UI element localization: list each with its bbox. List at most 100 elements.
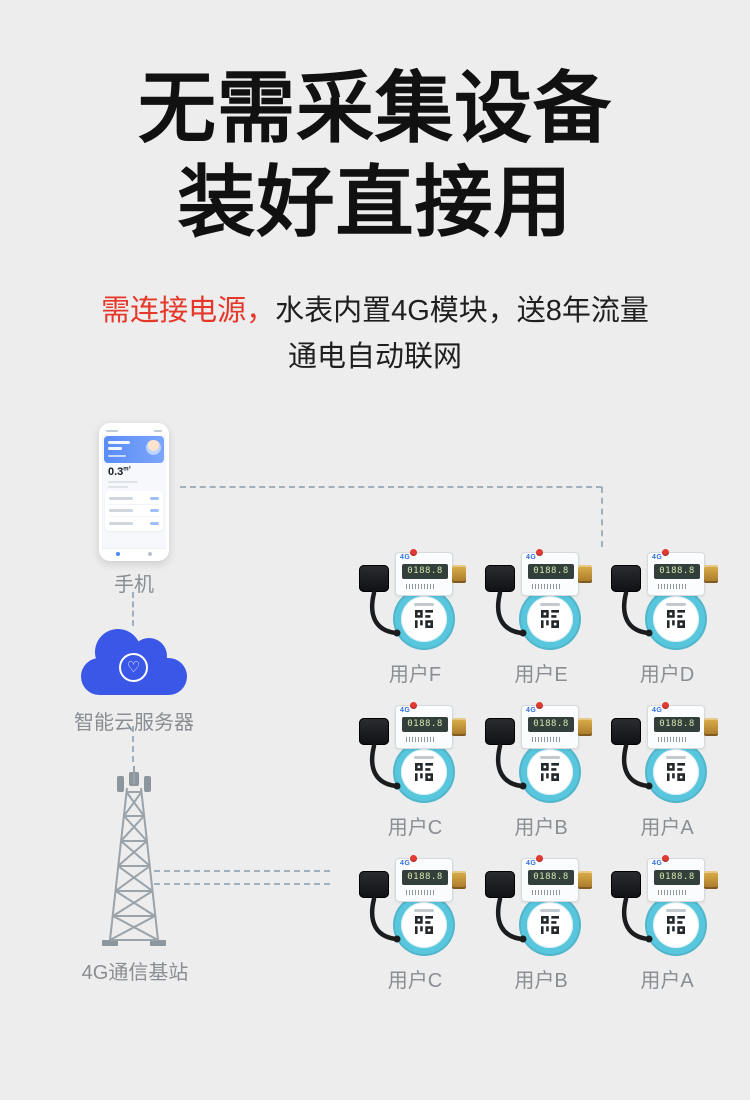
power-cable (369, 590, 401, 637)
led-indicator (536, 702, 543, 709)
meter-face (401, 596, 447, 642)
nav-dot (148, 551, 152, 556)
meter-unit: 4G 0188.8 用户C (352, 852, 478, 1005)
meter-face-text-bar (666, 756, 686, 759)
water-meter-illustration: 4G 0188.8 (611, 855, 723, 962)
meter-body (393, 741, 455, 803)
phone-statusbar (102, 426, 166, 435)
pipe-fitting-icon (578, 718, 592, 736)
meter-unit: 4G 0188.8 用户E (478, 546, 604, 699)
meter-face-text-bar (666, 603, 686, 606)
pipe-fitting-icon (452, 871, 466, 889)
water-meter-illustration: 4G 0188.8 (485, 855, 597, 962)
page-title: 无需采集设备 装好直接用 (0, 62, 750, 249)
meter-face (527, 749, 573, 795)
connector-phone-cloud (132, 592, 134, 626)
reading-unit: m³ (123, 466, 131, 473)
meter-barcode (406, 737, 434, 742)
meter-face-text-bar (540, 909, 560, 912)
qr-code-icon (415, 610, 433, 628)
power-cable (495, 743, 527, 790)
meter-lcd: 0188.8 (528, 870, 574, 885)
meter-body (519, 588, 581, 650)
list-row (109, 517, 159, 529)
meter-body (519, 894, 581, 956)
4g-base-station-icon (102, 766, 166, 946)
meter-face (653, 749, 699, 795)
power-cable (495, 590, 527, 637)
water-meter-illustration: 4G 0188.8 (359, 855, 471, 962)
statusbar-placeholder (154, 429, 162, 432)
phone-screen: 0.3m³ (102, 426, 166, 558)
power-cable (621, 896, 653, 943)
water-meter-illustration: 4G 0188.8 (485, 549, 597, 656)
pipe-fitting-icon (452, 565, 466, 583)
meter-barcode (658, 890, 686, 895)
meter-barcode (532, 890, 560, 895)
meter-body (393, 588, 455, 650)
meter-body (393, 894, 455, 956)
meter-barcode (532, 737, 560, 742)
pipe-fitting-icon (704, 565, 718, 583)
connector-tower-1 (154, 870, 330, 872)
meter-barcode (658, 737, 686, 742)
water-meter-illustration: 4G 0188.8 (485, 702, 597, 809)
meter-unit: 4G 0188.8 用户D (604, 546, 730, 699)
statusbar-placeholder (106, 429, 118, 432)
connector-phone-horizontal (180, 486, 602, 488)
row-value-bar (150, 509, 159, 512)
meter-user-label: 用户C (387, 817, 443, 839)
meter-brand: 4G (652, 860, 663, 867)
nav-dot (116, 551, 120, 556)
meter-body (645, 588, 707, 650)
water-meter-illustration: 4G 0188.8 (611, 702, 723, 809)
meter-lcd: 0188.8 (654, 717, 700, 732)
cloud-server-illustration: ♡ (81, 629, 187, 695)
qr-code-icon (541, 916, 559, 934)
meter-face (401, 902, 447, 948)
text-placeholder-bar (108, 486, 128, 488)
meter-lcd: 0188.8 (402, 564, 448, 579)
meter-lcd: 0188.8 (402, 870, 448, 885)
meter-face-text-bar (414, 603, 434, 606)
meter-face-text-bar (540, 756, 560, 759)
qr-code-icon (667, 763, 685, 781)
meter-brand: 4G (526, 707, 537, 714)
qr-code-icon (541, 610, 559, 628)
power-plug-icon (359, 718, 389, 745)
meter-face-text-bar (414, 909, 434, 912)
meter-user-label: 用户B (514, 817, 568, 839)
banner-text-placeholder (108, 455, 126, 457)
meter-unit: 4G 0188.8 用户F (352, 546, 478, 699)
meter-unit: 4G 0188.8 用户B (478, 852, 604, 1005)
led-indicator (662, 702, 669, 709)
title-line-2: 装好直接用 (177, 157, 573, 246)
power-plug-icon (485, 871, 515, 898)
row-value-bar (150, 497, 159, 500)
banner-avatar (146, 440, 161, 455)
led-indicator (410, 702, 417, 709)
tower-label: 4G通信基站 (81, 962, 189, 984)
power-plug-icon (611, 718, 641, 745)
meter-body (645, 894, 707, 956)
meter-user-label: 用户E (514, 664, 568, 686)
row-label-bar (109, 497, 133, 500)
water-usage-reading: 0.3m³ (108, 466, 166, 478)
power-cable (495, 896, 527, 943)
power-plug-icon (359, 565, 389, 592)
meter-body (645, 741, 707, 803)
meter-brand: 4G (400, 860, 411, 867)
meter-user-label: 用户B (514, 970, 568, 992)
subtitle-line-1: 需连接电源，水表内置4G模块，送8年流量 (0, 288, 750, 334)
meter-barcode (532, 584, 560, 589)
led-indicator (662, 549, 669, 556)
reading-value: 0.3 (108, 466, 124, 478)
meter-grid: 4G 0188.8 用户F (352, 546, 730, 1005)
row-value-bar (150, 521, 159, 525)
meter-lcd: 0188.8 (654, 564, 700, 579)
water-meter-illustration: 4G 0188.8 (611, 549, 723, 656)
power-plug-icon (359, 871, 389, 898)
water-meter-illustration: 4G 0188.8 (359, 702, 471, 809)
pipe-fitting-icon (704, 718, 718, 736)
